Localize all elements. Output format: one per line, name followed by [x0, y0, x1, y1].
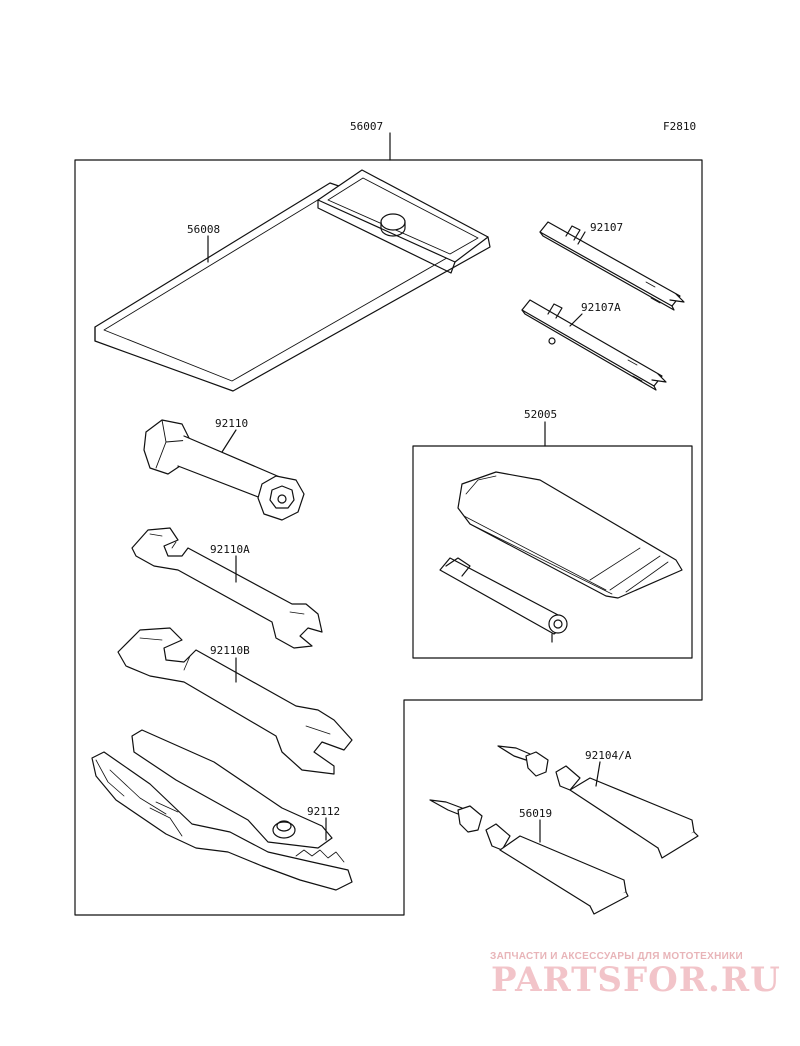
repair-kit-pouch-drawing: [457, 471, 683, 599]
wrench-a-drawing: [131, 527, 323, 649]
label-92110b: 92110B: [210, 644, 250, 657]
label-92107: 92107: [590, 221, 623, 234]
tube-a-drawing: [497, 745, 699, 859]
label-92112: 92112: [307, 805, 340, 818]
assembly-frame: [74, 159, 703, 916]
wrench-b-drawing: [117, 627, 353, 775]
screwdriver-a-drawing: [521, 299, 667, 391]
tube-drawing: [429, 799, 629, 915]
plug-wrench-drawing: [143, 419, 305, 521]
label-56008: 56008: [187, 223, 220, 236]
pliers-drawing: [91, 729, 353, 891]
leader-92104a: [595, 761, 601, 787]
screwdriver-drawing: [539, 221, 685, 311]
leader-92110: [221, 429, 237, 453]
figure-code: F2810: [663, 120, 696, 133]
label-52005: 52005: [524, 408, 557, 421]
label-56019: 56019: [519, 807, 552, 820]
label-92107a: 92107A: [581, 301, 621, 314]
label-92104a: 92104/A: [585, 749, 632, 762]
leader-92107: [577, 231, 586, 245]
label-92110: 92110: [215, 417, 248, 430]
watermark-logo: PARTSFOR.RU: [491, 960, 781, 1000]
tool-case-drawing: [94, 169, 491, 392]
repair-kit-frame: [412, 445, 693, 659]
repair-kit-tool-drawing: [439, 557, 568, 643]
label-56007: 56007: [350, 120, 383, 133]
label-92110a: 92110A: [210, 543, 250, 556]
watermark-tagline: ЗАПЧАСТИ И АКСЕССУАРЫ ДЛЯ МОТОТЕХНИКИ: [490, 951, 743, 962]
leader-92107a: [569, 313, 583, 327]
